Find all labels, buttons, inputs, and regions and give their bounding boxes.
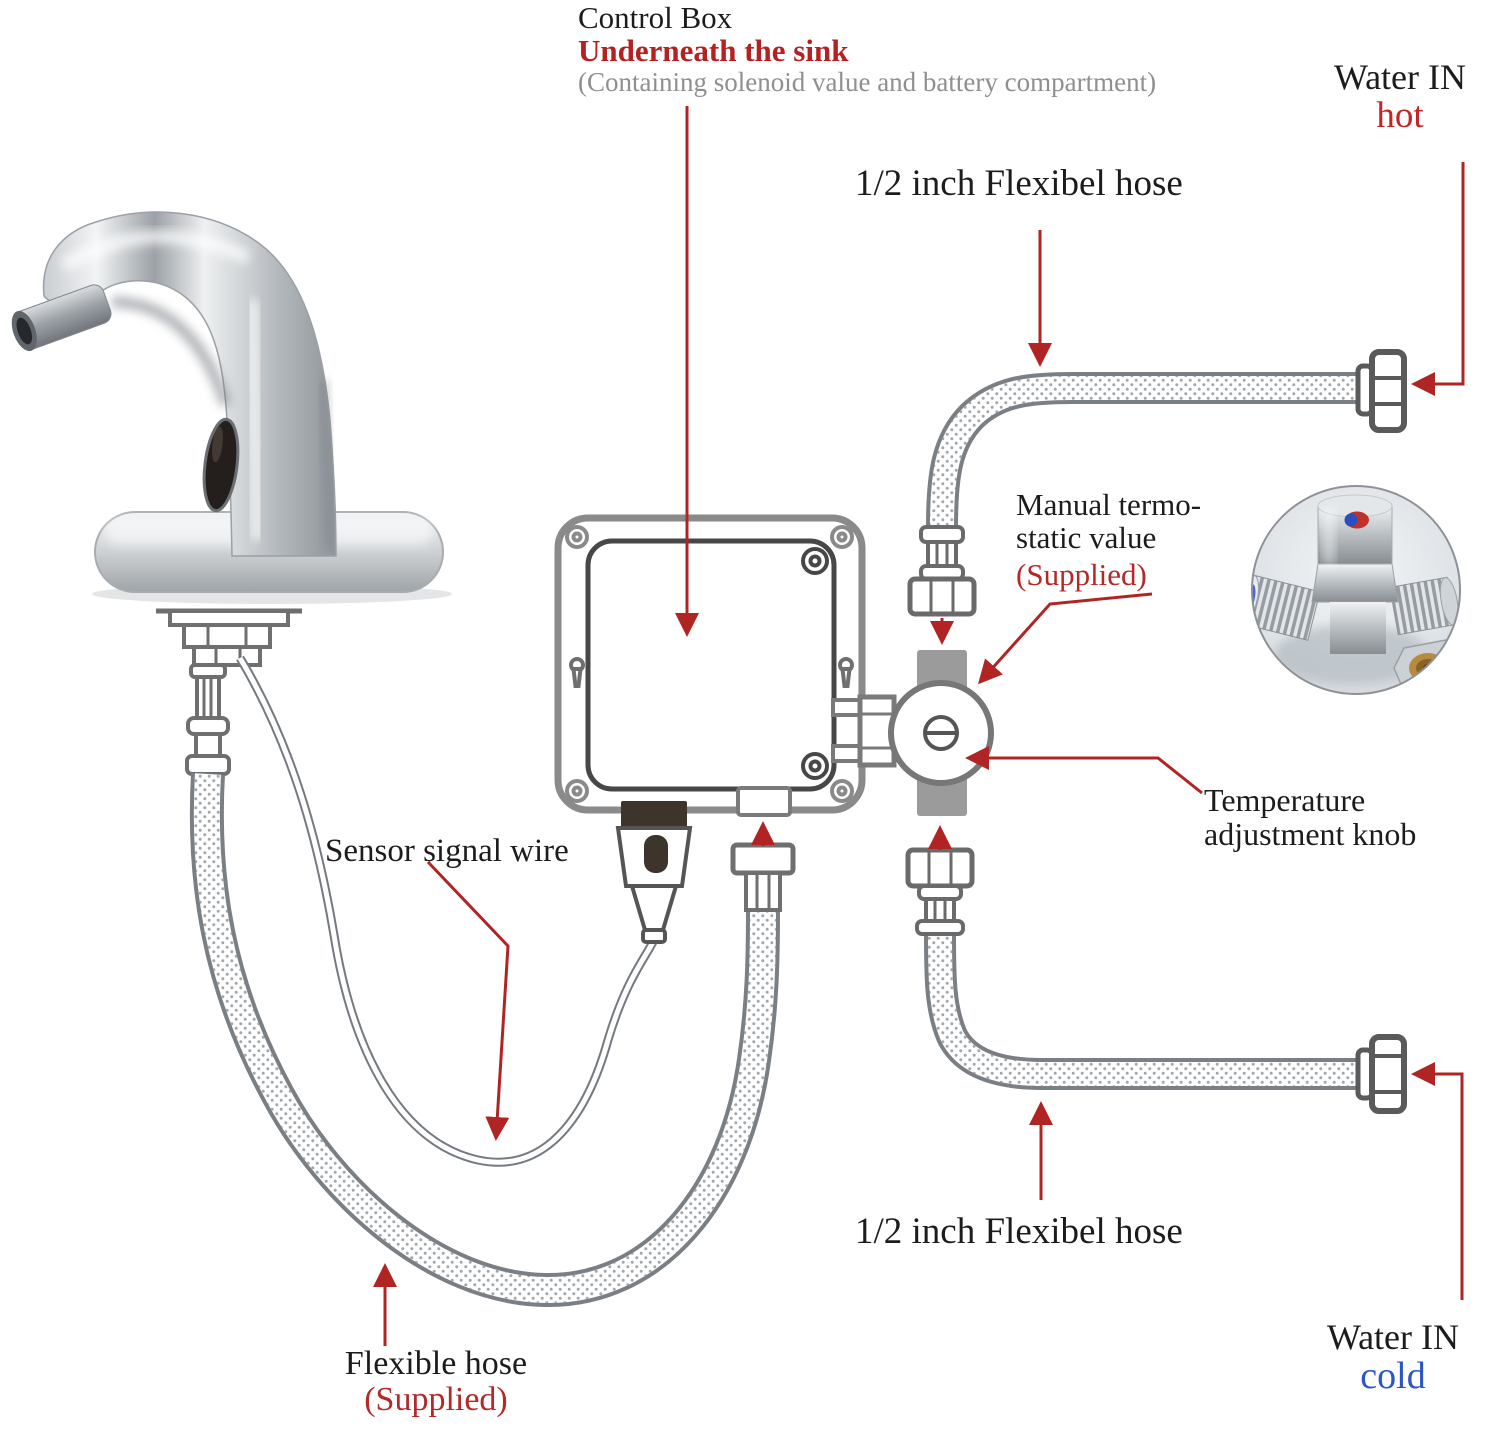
water-in-cold-qualifier: cold: [1360, 1355, 1426, 1398]
flexible-hose-supplied: (Supplied): [364, 1381, 508, 1419]
manual-valve-supplied: (Supplied): [1016, 556, 1147, 592]
water-in-cold-title: Water IN: [1326, 1317, 1460, 1357]
arrow-water-in-hot: [1411, 162, 1465, 396]
label-water-in-hot: Water IN hot: [1322, 57, 1478, 137]
sensor-signal-wire-drawing: [236, 655, 659, 1167]
bottom-port-tab: [736, 786, 792, 817]
faucet-photo: [11, 211, 452, 604]
label-flexible-hose: Flexible hose (Supplied): [318, 1345, 554, 1419]
sensor-window: [202, 417, 240, 513]
hot-hose-drawing: [907, 349, 1407, 617]
sensor-plug-drawing: [615, 801, 693, 944]
label-control-box: Control Box Underneath the sink (Contain…: [578, 0, 1157, 97]
temperature-knob-line1: Temperature: [1204, 782, 1366, 818]
leader-temperature-knob: [965, 746, 1203, 795]
label-manual-valve: Manual termo- static value (Supplied): [1016, 487, 1202, 592]
inset-right-port: [1389, 576, 1459, 636]
valve-photo-inset: [1251, 485, 1461, 695]
cold-hose-drawing: [905, 847, 1407, 1114]
supply-hose-box-fitting: [730, 842, 796, 912]
mounting-keyholes: [569, 657, 854, 688]
thermostatic-valve-drawing: [888, 650, 994, 816]
leader-sensor-wire: [426, 860, 510, 1141]
inset-hot-cold-indicator: [1344, 511, 1369, 529]
water-in-hot-qualifier: hot: [1376, 95, 1424, 137]
label-hose-bottom: 1/2 inch Flexibel hose: [855, 1211, 1183, 1252]
control-box-subtitle: Underneath the sink: [578, 32, 849, 68]
corner-screws: [565, 525, 854, 803]
label-water-in-cold: Water IN cold: [1308, 1317, 1478, 1398]
label-temperature-knob: Temperature adjustment knob: [1204, 782, 1417, 852]
supply-hose-fitting: [185, 663, 231, 776]
faucet-aerator: [11, 284, 112, 352]
temperature-knob-line2: adjustment knob: [1204, 815, 1417, 852]
hot-valve-fitting: [907, 525, 977, 617]
control-box-note: (Containing solenoid value and battery c…: [578, 66, 1157, 97]
control-box-title: Control Box: [578, 0, 733, 35]
manual-valve-line1: Manual termo-: [1016, 487, 1202, 522]
water-in-hot-title: Water IN: [1333, 57, 1467, 97]
flexible-hose-supplied-drawing: [189, 773, 796, 1308]
hot-inlet-nut: [1355, 349, 1407, 433]
manual-valve-line2: static value: [1016, 519, 1157, 555]
cold-valve-fitting: [905, 847, 975, 936]
leader-manual-valve: [977, 592, 1153, 685]
cold-inlet-nut: [1355, 1034, 1407, 1114]
side-ports: [831, 694, 897, 768]
faucet-spout: [42, 211, 337, 557]
flexible-hose-title: Flexible hose: [344, 1345, 528, 1382]
control-box-drawing: [554, 514, 897, 817]
arrow-water-in-cold: [1411, 1062, 1464, 1300]
panel-screws: [801, 547, 829, 780]
label-hose-top: 1/2 inch Flexibel hose: [855, 163, 1183, 204]
under-sink-mount: [156, 608, 302, 776]
label-sensor-wire: Sensor signal wire: [325, 833, 569, 869]
